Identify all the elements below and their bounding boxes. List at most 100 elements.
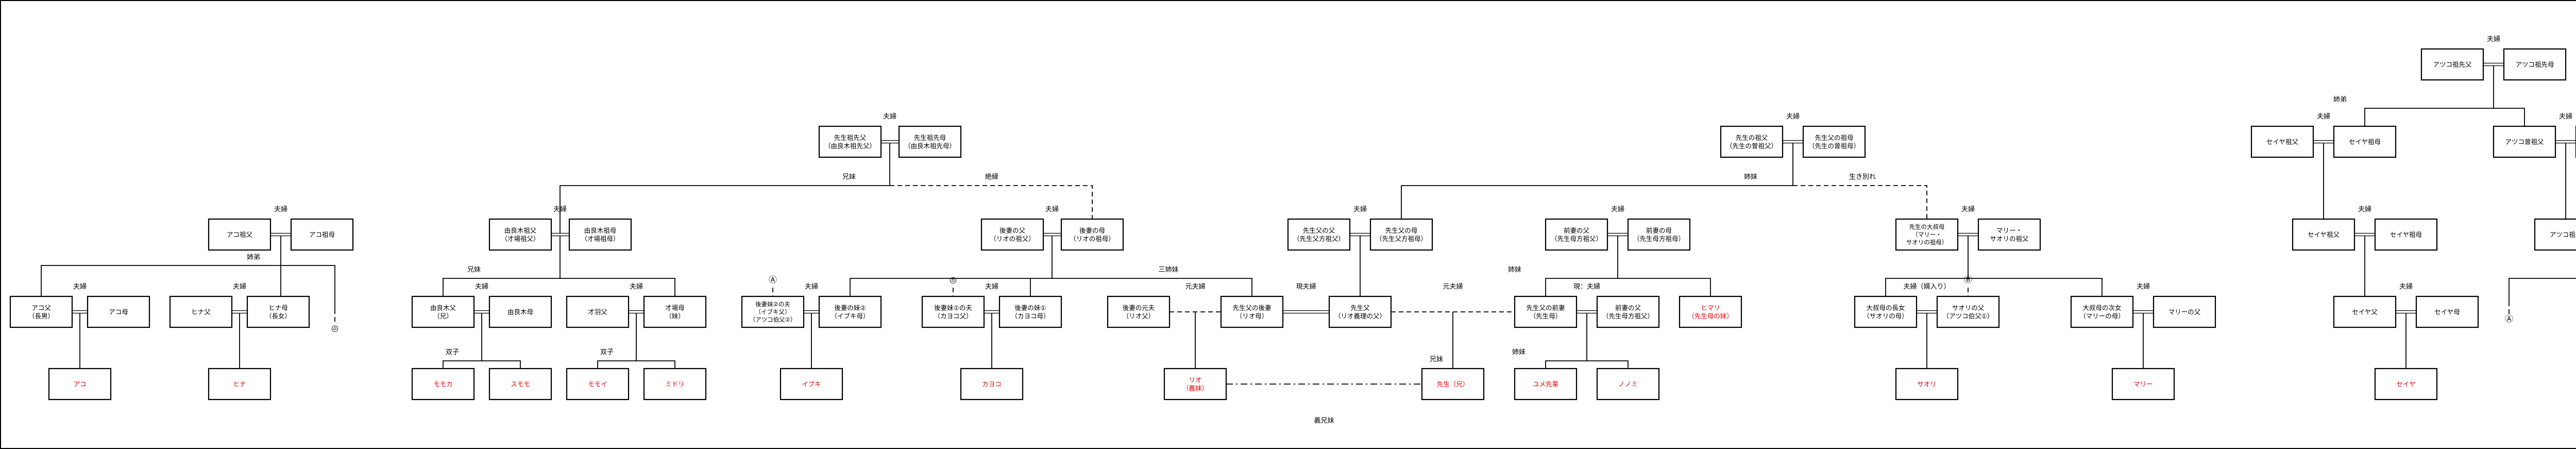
relation-label: 姉妹 [1744,173,1757,180]
person-box-oo-oba-otto: マリー・サオリの祖父 [1977,218,2041,251]
connector-line [1545,236,1618,296]
relation-label: 夫婦 [985,282,998,290]
person-box-sensei-sosen-bo: 先生祖先母（由良木祖先母） [898,125,962,158]
relation-label: 元夫婦 [1443,282,1463,290]
reference-symbol: Ⓐ [2505,314,2513,324]
person-label: 由良木母 [507,308,533,316]
person-label: （先生の曽祖父） [1726,142,1777,150]
relation-label: 夫婦 [1786,112,1800,120]
person-label: 後妻妹②の夫 [755,301,790,308]
relation-label: 姉妹 [1512,348,1526,356]
person-label: マリー [2133,381,2153,388]
person-box-sensei-chichi: 先生父（リオ義理の父） [1328,295,1392,328]
person-box-ako-sofu: アコ祖父 [208,218,272,251]
relation-label: 姉弟 [2333,95,2347,103]
person-label: 先生祖先父 [834,134,867,142]
connector-line [443,236,561,296]
person-box-seiya-chichi: セイヤ父 [2333,295,2397,328]
relation-label: 夫婦 [1353,205,1367,213]
couple-line-yuraki-chichi-yuraki-haha [474,310,489,314]
person-label: アコ父 [31,305,51,312]
person-label: （先生母方祖母） [1633,235,1685,243]
relation-label: 夫婦 [2358,205,2371,213]
couple-line-gosai-imo2-otto-gosai-imo2 [804,310,819,314]
person-label: セイヤ父 [2352,309,2378,316]
person-box-yuraki-haha: 由良木母 [488,295,552,328]
person-label: リオ [1189,377,1201,384]
connector-line [636,360,675,369]
person-label: （先生父方祖母） [1376,235,1427,243]
person-label: アツコ祖先父 [2433,61,2472,69]
connector-line [1885,236,1969,296]
couple-line-atsuko-sosen-fu-atsuko-sosen-bo [2483,62,2504,66]
person-label: サオリの祖母） [1906,239,1948,246]
person-label: （リオ父） [1123,313,1155,320]
reference-symbol: Ⓑ [1964,275,1972,285]
person-box-yuraki-sobo: 由良木祖母（才場祖母） [568,218,632,251]
connector-line [281,265,335,309]
person-label: （妹） [665,313,685,320]
couple-line-oo-oba-oo-oba-otto [1958,232,1978,237]
couple-line-sensei-sofu-sensei-chichi-sobo [1783,140,1803,144]
person-label: サオリの祖父 [1990,235,2029,243]
person-box-zensai-chichi: 前妻の父（先生母方祖父） [1545,218,1608,251]
relation-label: 夫婦 [553,205,567,213]
person-label: 先生父の父 [1303,227,1335,235]
person-label: 先生父の母 [1385,227,1418,235]
person-label: セイヤ祖父 [2308,231,2340,239]
person-box-hina: ヒナ [208,368,272,401]
person-label: （先生母方祖父） [1602,312,1654,320]
relation-label: 姉弟 [247,253,260,261]
person-label: アツコ祖父 [2550,231,2576,239]
person-box-hina-haha: ヒナ母（長女） [246,295,310,328]
couple-line-yuraki-sofu-yuraki-sobo [551,232,569,237]
person-label: 由良木祖父 [504,227,537,235]
connector-line [597,313,637,369]
person-box-ooba-jijo: 大叔母の次女（マリーの母） [2070,295,2134,328]
relation-label: 双子 [446,348,459,356]
relation-label: 夫婦 [73,282,87,290]
person-label: （カヨコ母） [1011,313,1049,320]
person-label: （リオ母） [1236,313,1268,320]
person-box-saiba-haha: 才場母（妹） [643,295,707,328]
person-box-sumomo: スモモ [488,368,552,401]
person-label: 先生父の祖母 [1815,134,1853,142]
person-box-ako-chichi: アコ父（長男） [9,295,73,328]
relation-label: 兄妹 [842,173,856,180]
relation-label: 夫婦 [1045,205,1059,213]
person-box-ako-sobo: アコ祖母 [290,218,354,251]
person-box-gosai-chichi: 後妻の父（リオの祖父） [980,218,1044,251]
person-box-atsuko-sosen-bo: アツコ祖先母 [2503,48,2567,81]
person-label: ユメ先輩 [1533,380,1558,388]
person-label: アコ祖父 [227,231,253,239]
person-label: セイヤ祖母 [2349,138,2381,146]
person-label: （由良木祖先父） [824,142,876,150]
person-label: （才場祖母） [581,235,619,243]
relation-label: 夫婦 [805,282,818,290]
relation-label: 夫婦 [883,112,896,120]
person-box-rio: リオ（義妹） [1163,368,1227,401]
person-label: 先生父の後妻 [1232,305,1271,312]
person-label: （長男） [28,313,54,320]
connector-line [560,143,890,233]
relation-label: 夫婦（婿入り） [1903,282,1950,290]
person-label: サオリ [1917,381,1937,388]
person-label: 後妻の妹② [834,305,866,312]
reference-symbol: Ⓐ [769,275,777,285]
person-box-zensai-chichi-2: 前妻の父（先生母方祖父） [1596,295,1660,328]
person-box-marie: マリー [2111,368,2175,401]
couple-line-gosai-sensei-chichi [1283,310,1329,314]
couple-line-sensei-chichi-chichi-sensei-chichi-haha [1350,232,1370,237]
person-box-yuraki-sofu: 由良木祖父（才場祖父） [488,218,552,251]
person-box-yuraki-chichi: 由良木父（兄） [411,295,475,328]
person-box-ako: アコ [48,368,112,401]
connector-line [1587,360,1629,369]
person-label: アコ母 [109,309,128,316]
relation-label: 三姉妹 [1158,265,1178,273]
person-label: （由良木祖先母） [904,142,956,150]
relation-label: 兄妹 [467,265,481,273]
person-box-atsuko-sosofu: アツコ曾祖父 [2493,125,2556,158]
relation-label: 夫婦 [2559,112,2572,120]
couple-line-ako-chichi-ako-haha [72,310,88,314]
